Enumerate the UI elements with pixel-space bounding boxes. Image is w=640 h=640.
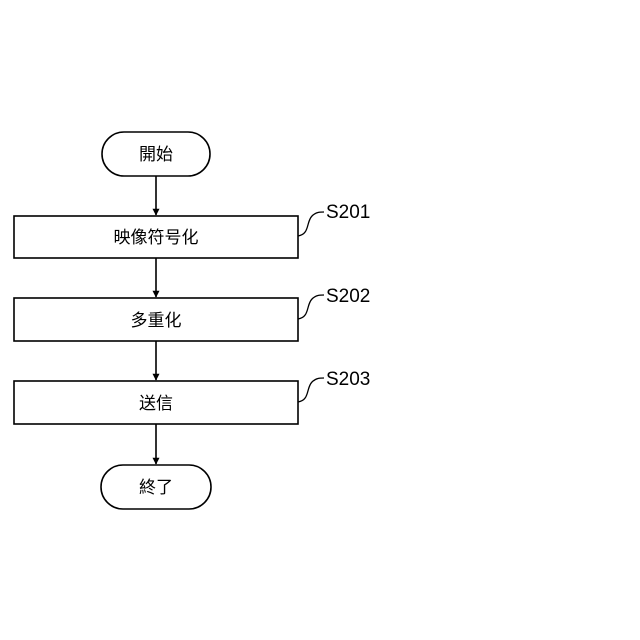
step-leader-s203 [298, 378, 324, 402]
step-id-s201: S201 [326, 202, 370, 223]
step-leader-s202 [298, 295, 324, 319]
process-label-s201: 映像符号化 [114, 228, 199, 248]
step-id-s203: S203 [326, 369, 370, 390]
process-step-s202: 多重化 S202 [14, 286, 370, 341]
process-step-s201: 映像符号化 S201 [14, 202, 370, 258]
step-leader-s201 [298, 212, 324, 236]
process-label-s203: 送信 [139, 394, 173, 414]
process-label-s202: 多重化 [131, 311, 182, 331]
end-terminal: 終了 [101, 465, 211, 509]
step-id-s202: S202 [326, 286, 370, 307]
end-terminal-label: 終了 [139, 478, 173, 498]
process-step-s203: 送信 S203 [14, 369, 370, 424]
start-terminal: 開始 [102, 132, 210, 176]
start-terminal-label: 開始 [139, 145, 173, 165]
